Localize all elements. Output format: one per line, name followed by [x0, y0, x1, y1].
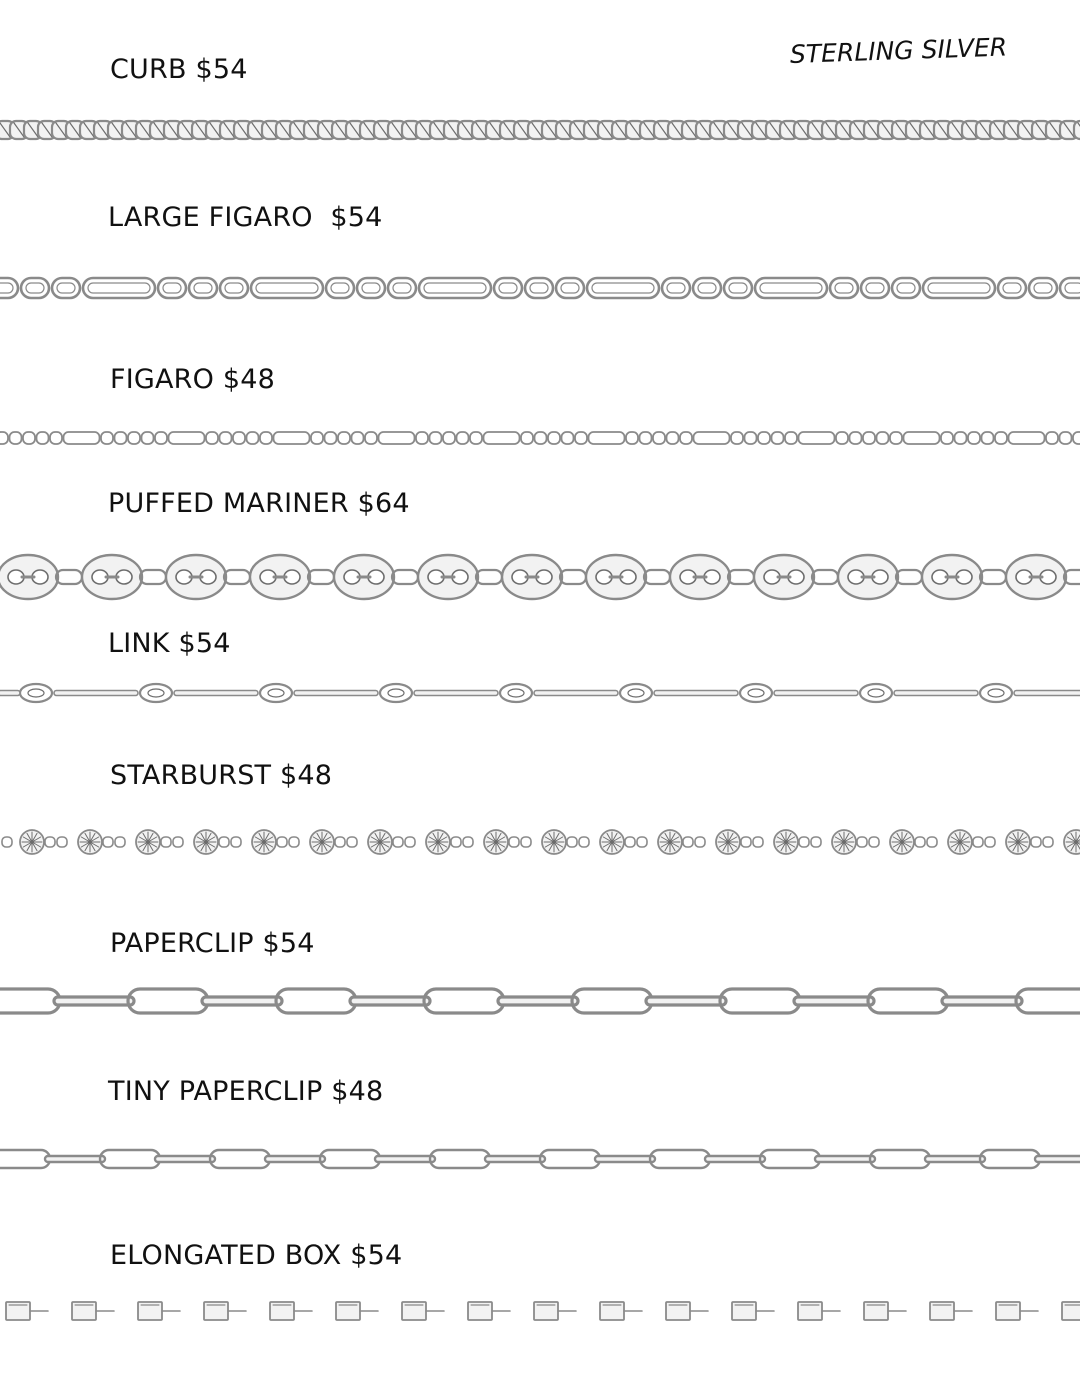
chain-label-elongated-box: ELONGATED BOX $54	[110, 1240, 403, 1271]
chain-image-tiny-paperclip	[0, 1142, 1080, 1176]
chain-drawing-box	[5, 1301, 1080, 1321]
chain-image-paperclip	[0, 982, 1080, 1020]
chain-image-link	[0, 676, 1080, 710]
chain-label-figaro: FIGARO $48	[110, 364, 276, 395]
chain-drawing-mariner	[0, 553, 1080, 601]
chain-image-starburst	[0, 822, 1080, 862]
chain-drawing-tiny-paperclip	[0, 1148, 1080, 1170]
chain-label-puffed-mariner: PUFFED MARINER $64	[108, 488, 410, 519]
chain-drawing-large-figaro	[0, 276, 1080, 300]
chain-label-large-figaro: LARGE FIGARO $54	[108, 202, 383, 233]
chain-image-large-figaro	[0, 266, 1080, 310]
chain-label-link: LINK $54	[108, 628, 231, 659]
chain-drawing-paperclip	[0, 987, 1080, 1015]
chain-drawing-bar-link	[0, 682, 1080, 704]
chain-image-puffed-mariner	[0, 540, 1080, 614]
chain-label-paperclip: PAPERCLIP $54	[110, 928, 315, 959]
chain-label-starburst: STARBURST $48	[110, 760, 333, 791]
chain-drawing-curb	[0, 119, 1080, 141]
chain-drawing-figaro	[0, 431, 1080, 445]
chain-label-tiny-paperclip: TINY PAPERCLIP $48	[108, 1076, 384, 1107]
chain-drawing-starburst	[1, 829, 1080, 855]
chain-label-curb: CURB $54	[110, 54, 248, 85]
chain-image-elongated-box	[0, 1296, 1080, 1326]
chain-image-curb	[0, 110, 1080, 150]
chain-image-figaro	[0, 424, 1080, 452]
material-label: STERLING SILVER	[789, 32, 1008, 69]
